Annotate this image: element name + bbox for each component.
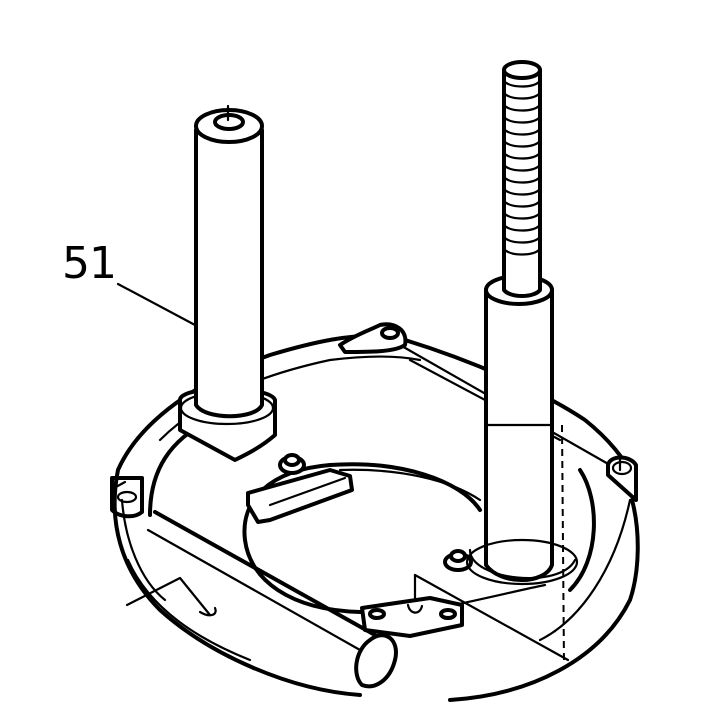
callout-label-51: 51: [62, 238, 117, 289]
screw-boss-right: [606, 455, 638, 502]
callout-leader-line: [116, 282, 197, 327]
guide-column-right: [465, 60, 579, 666]
rear-lug: [338, 322, 408, 354]
screw-boss-left: [110, 476, 144, 519]
guide-column-left: [178, 104, 277, 462]
clamp-bracket: [246, 453, 354, 524]
front-clamp-plate: [354, 596, 464, 689]
small-screw: [443, 549, 473, 572]
